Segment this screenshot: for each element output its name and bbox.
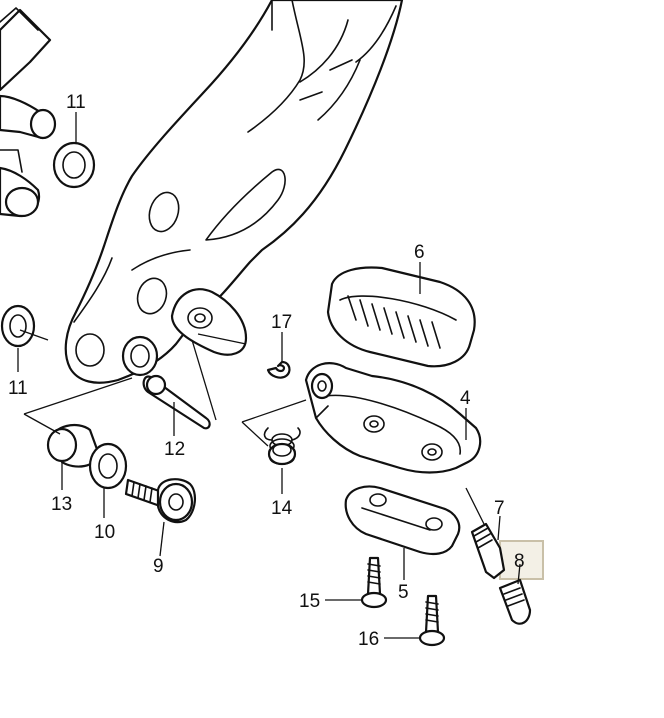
callout-15[interactable]: 15 — [299, 591, 320, 612]
callout-13[interactable]: 13 — [51, 494, 72, 515]
part-11-washer-left[interactable] — [0, 304, 36, 348]
part-6-footpeg-rubber[interactable] — [326, 266, 476, 368]
leader-lines — [17, 112, 521, 639]
callout-9[interactable]: 9 — [153, 556, 164, 577]
part-11-washer-top[interactable] — [52, 141, 96, 189]
part-15-screw[interactable] — [360, 556, 388, 609]
callout-17[interactable]: 17 — [271, 312, 292, 333]
callout-5[interactable]: 5 — [398, 582, 409, 603]
rearset-mount — [0, 7, 57, 218]
part-10-washer[interactable] — [88, 442, 128, 490]
callout-labels: 11 11 13 10 9 12 14 17 6 4 5 7 8 15 16 — [8, 92, 525, 650]
part-14-spring[interactable] — [263, 427, 301, 466]
callout-7[interactable]: 7 — [494, 498, 505, 519]
pivot-lug — [170, 288, 248, 356]
part-16-screw[interactable] — [418, 594, 446, 647]
callout-14[interactable]: 14 — [271, 498, 293, 519]
callout-12[interactable]: 12 — [164, 439, 185, 460]
bracket-bushing — [121, 335, 159, 377]
part-5-plate[interactable] — [344, 485, 461, 556]
callout-11-left[interactable]: 11 — [8, 378, 28, 399]
part-17-e-clip[interactable] — [266, 360, 291, 379]
callout-8[interactable]: 8 — [514, 551, 525, 572]
part-8-end-cap[interactable] — [498, 578, 532, 625]
part-9-bolt[interactable] — [124, 478, 196, 524]
callout-6[interactable]: 6 — [414, 242, 425, 263]
callout-4[interactable]: 4 — [460, 388, 471, 409]
callout-16[interactable]: 16 — [358, 629, 379, 650]
part-13-bushing[interactable] — [46, 423, 100, 468]
part-7-bolt[interactable] — [470, 522, 506, 580]
footpeg-bracket[interactable] — [64, 0, 404, 384]
part-4-footpeg[interactable] — [304, 362, 482, 474]
callout-11-top[interactable]: 11 — [66, 92, 86, 113]
callout-10[interactable]: 10 — [94, 522, 115, 543]
part-12-pivot-pin[interactable] — [142, 374, 211, 430]
